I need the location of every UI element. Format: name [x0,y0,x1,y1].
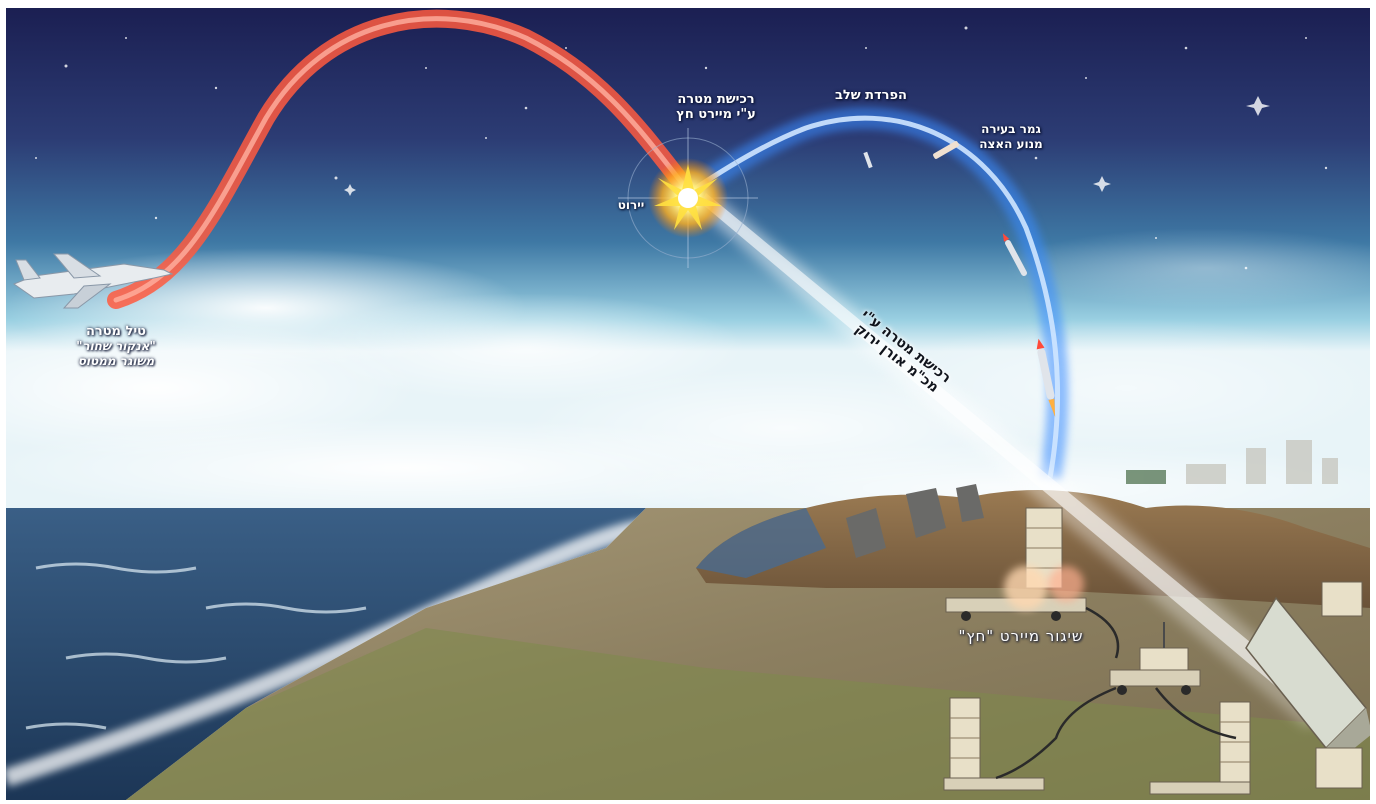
target-missile-label-line1: טיל מטרה [85,324,147,339]
launcher-icon [846,484,984,558]
surf-line [6,519,647,787]
launcher-icon [945,507,1087,621]
booster-burnout-label-line1: גמר בעירה [981,122,1041,136]
generator-icon [1315,747,1363,789]
control-vehicle-icon [1109,622,1201,695]
intercept-point-label: יירוט [617,198,645,212]
aircraft-icon [12,253,174,309]
generator-icon [1321,581,1363,617]
stage-debris-icon [863,151,873,169]
arrow-launch-label: שיגור מיירט "חץ" [958,627,1084,645]
booster-stage-icon [933,141,959,159]
interceptor-trajectory [694,115,1061,479]
target-acquisition-by-arrow-label: רכישת מטרה ע"י מיירט חץ [636,92,796,122]
target-missile-label: טיל מטרה "אנקור שחור" משוגר ממטוס [46,324,186,369]
distant-city [1126,440,1338,484]
interceptor-missile-icon [1002,233,1027,277]
scene-artwork [6,8,1370,800]
arrow-interception-diagram: טיל מטרה "אנקור שחור" משוגר ממטוס רכישת … [6,8,1370,800]
waves [25,562,367,730]
cables [995,606,1237,780]
explosion-icon [618,128,758,268]
radar-icon [1245,596,1370,758]
grass-field [126,628,1370,800]
target-acquisition-label-line2: ע"י מיירט חץ [676,107,756,122]
hill-shadow [696,508,826,578]
target-missile-label-line3: משוגר ממטוס [77,354,155,368]
target-missile-label-line2: "אנקור שחור" [76,339,156,353]
booster-burnout-label-line2: מנוע האצה [979,137,1043,151]
radar-beam-core [701,193,1336,720]
stage-separation-label: הפרדת שלב [834,88,907,103]
launcher-icon [1149,701,1251,795]
interceptor-missile-icon [1036,338,1056,418]
target-acquisition-label-line1: רכישת מטרה [677,92,755,107]
target-missile-trajectory-core [113,16,689,303]
booster-burnout-label: גמר בעירה מנוע האצה [946,122,1076,152]
launcher-icon [943,697,1045,791]
